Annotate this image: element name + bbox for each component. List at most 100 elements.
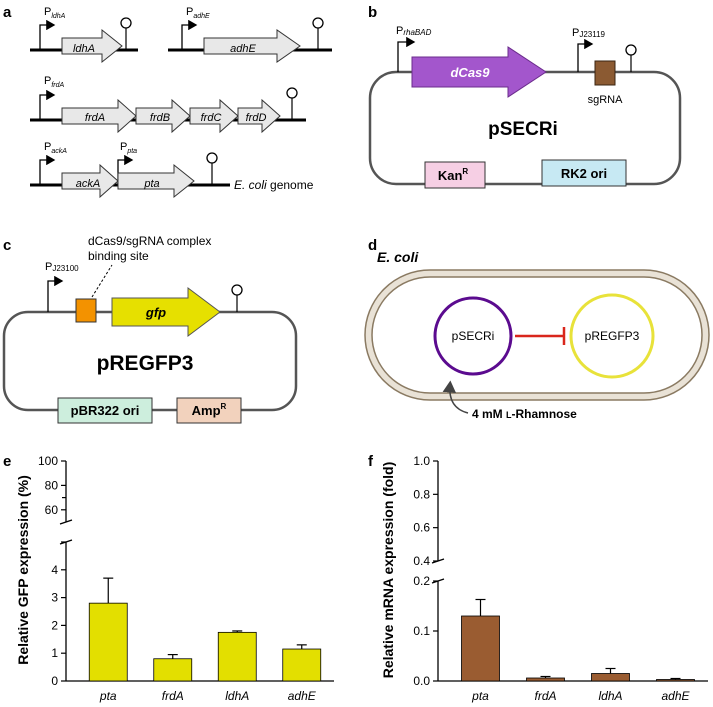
y-tick-label: 0 (51, 674, 58, 688)
bar (88, 602, 128, 682)
dcas9-gene (411, 46, 547, 98)
gene-frdA (61, 98, 137, 134)
inducer-arrow (442, 380, 469, 414)
gene-label: pta (143, 178, 159, 190)
circle-label: pREGFP3 (585, 329, 640, 343)
promoter-label: PrhaBAD (396, 25, 432, 37)
gene-label: gfp (145, 305, 166, 320)
psecri-circle (433, 296, 513, 376)
axis-break-mark (59, 519, 73, 525)
gene-pta (117, 163, 195, 199)
panel-label-f: f (368, 453, 374, 470)
promoter-arrow (181, 19, 198, 50)
bar (526, 677, 565, 682)
gene-ackA (61, 163, 119, 199)
gene-label: ldhA (73, 43, 95, 55)
y-tick-label: 0.2 (413, 574, 430, 588)
terminator-icon (286, 87, 298, 99)
pbr322-ori (57, 397, 153, 424)
gene-label: ackA (76, 178, 100, 190)
bar (656, 679, 695, 682)
sgrna-box (594, 60, 616, 86)
amp-marker (176, 397, 242, 424)
gfp-gene (111, 287, 221, 337)
gene-adhE (203, 29, 301, 63)
binding-site-box (75, 298, 97, 323)
promoter-label: PJ23119 (572, 27, 606, 39)
panel-label-c: c (3, 237, 11, 254)
x-tick-label: frdA (162, 689, 184, 703)
gene-frdD (237, 98, 281, 134)
gene-label: adhE (230, 43, 256, 55)
promoter-label: PldhA (44, 6, 66, 20)
y-tick-label: 2 (51, 618, 58, 632)
x-tick-label: pta (99, 689, 117, 703)
terminator-icon (206, 152, 218, 164)
panel-label-d: d (368, 237, 377, 254)
x-tick-label: frdA (534, 689, 556, 703)
y-tick-label: 1 (51, 646, 58, 660)
kan-marker (424, 161, 486, 189)
x-tick-label: pta (471, 689, 489, 703)
kan-label: KanR (438, 167, 469, 183)
terminator-icon (120, 17, 132, 29)
genome-label: E. coli genome (234, 178, 314, 192)
panel-b: b PrhaBAD dCas9 PJ23119 sgRNA pSECRi Kan… (368, 4, 682, 189)
terminator-icon (312, 17, 324, 29)
promoter-arrow (39, 19, 56, 50)
chart-e: 0 1 2 3 4 60 80 100 pta frdA ldhA adhE (38, 454, 334, 703)
y-tick-label: 4 (51, 563, 58, 577)
y-tick-label: 0.8 (413, 487, 430, 501)
y-tick-label: 60 (45, 503, 59, 517)
promoter-arrow (39, 89, 56, 120)
amp-label: AmpR (192, 402, 227, 418)
x-tick-label: adhE (661, 689, 690, 703)
terminator-icon (231, 284, 243, 296)
pregfp3-circle (569, 293, 655, 379)
panel-e: e Relative GFP expression (%) 0 1 2 3 4 60 80 1… (3, 453, 334, 703)
y-axis-label: Relative GFP expression (%) (15, 475, 31, 665)
panel-f: f Relative mRNA expression (fold) 0.00.1… (368, 453, 708, 703)
gene-label: frdA (85, 112, 105, 124)
y-tick-label: 1.0 (413, 454, 430, 468)
x-tick-label: ldhA (598, 689, 622, 703)
y-tick-label: 0.4 (413, 554, 430, 568)
ori-label: RK2 ori (561, 166, 607, 181)
gene-label: dCas9 (450, 65, 490, 80)
y-tick-label: 3 (51, 591, 58, 605)
gene-frdB (135, 98, 191, 134)
y-tick-label: 100 (38, 454, 58, 468)
y-tick-label: 80 (45, 478, 59, 492)
bar (153, 658, 193, 682)
circle-label: pSECRi (452, 329, 495, 343)
binding-site-label: binding site (88, 249, 149, 263)
gene-label: frdC (201, 112, 222, 124)
x-tick-label: adhE (288, 689, 317, 703)
promoter-arrow (577, 38, 594, 72)
panel-d: d E. coli pSECRi pREGFP3 4 mM L-Rhamnose (364, 237, 710, 421)
promoter-label: PadhE (186, 6, 210, 20)
panel-label-b: b (368, 4, 377, 21)
gene-label: frdD (246, 112, 267, 124)
rk2-ori (541, 159, 627, 187)
y-tick-label: 0.0 (413, 674, 430, 688)
x-tick-label: ldhA (225, 689, 249, 703)
ori-label: pBR322 ori (71, 403, 140, 418)
gene-label: frdB (150, 112, 170, 124)
panel-c: c dCas9/sgRNA complex binding site PJ231… (2, 234, 298, 424)
terminator-icon (625, 44, 637, 56)
bar (591, 673, 630, 682)
promoter-arrow (39, 154, 56, 185)
inducer-label: 4 mM L-Rhamnose (472, 407, 577, 421)
gene-ldhA (61, 28, 123, 64)
panel-label-e: e (3, 453, 11, 470)
binding-site-label: dCas9/sgRNA complex (88, 234, 211, 248)
promoter-label: PJ23100 (45, 261, 79, 273)
promoter-label: PfrdA (44, 75, 65, 89)
bar (217, 631, 257, 682)
promoter-arrow (397, 36, 416, 72)
bar (282, 648, 322, 682)
plasmid-name: pSECRi (488, 119, 558, 140)
